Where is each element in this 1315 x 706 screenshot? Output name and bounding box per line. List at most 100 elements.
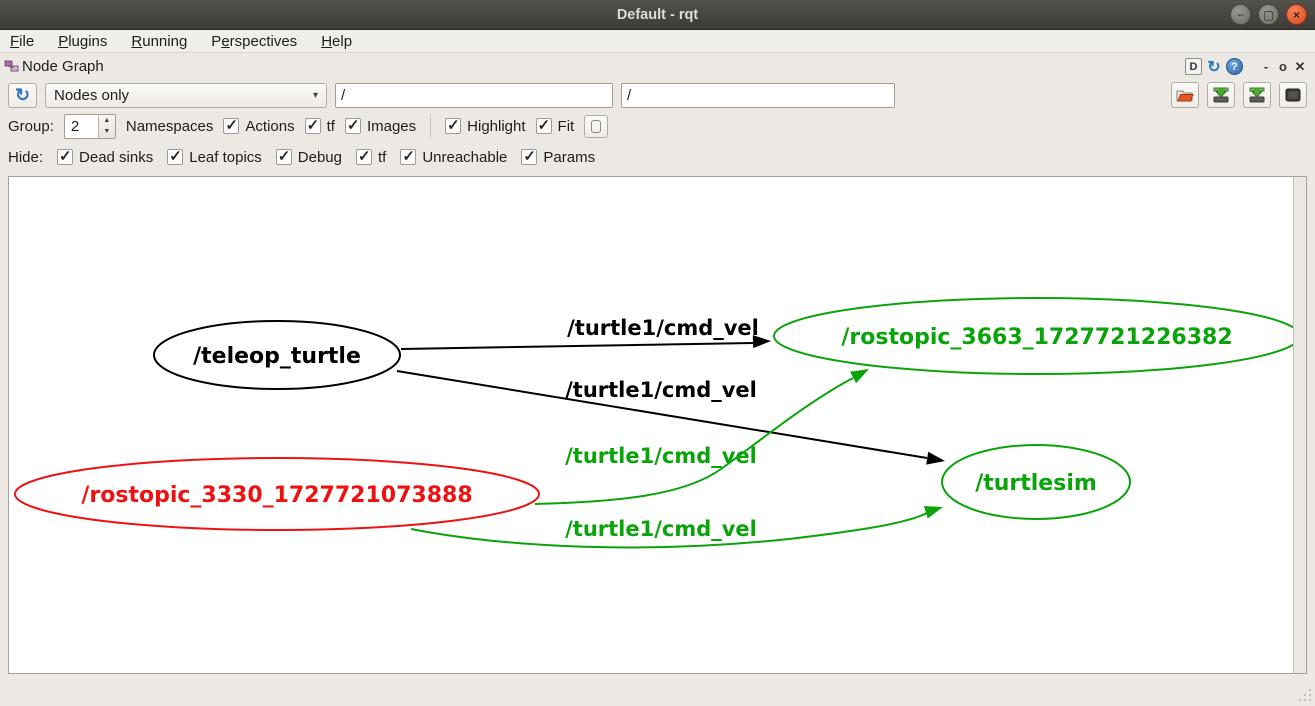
dock-help-icon[interactable]: ? [1226, 58, 1243, 75]
checkbox-box[interactable]: ✓ [521, 149, 537, 165]
dock-title: Node Graph [22, 58, 104, 75]
checkbox-params[interactable]: ✓ Params [521, 149, 595, 166]
window-titlebar[interactable]: Default - rqt − ▢ × [0, 0, 1315, 30]
checkbox-unreachable[interactable]: ✓ Unreachable [400, 149, 507, 166]
menu-running[interactable]: Running [131, 33, 187, 50]
dock-buttons: D ↻ ? - o ✕ [1185, 57, 1307, 77]
checkbox-box[interactable]: ✓ [356, 149, 372, 165]
arrowhead [926, 452, 946, 468]
menu-bar: File Plugins Running Perspectives Help [0, 30, 1315, 53]
node-label-turtlesim: /turtlesim [975, 471, 1097, 496]
refresh-graph-button[interactable]: ↻ [8, 83, 37, 108]
checkmark-icon: ✓ [447, 116, 460, 134]
options-row: Group: 2 ▲ ▼ Namespaces ✓ Actions ✓ tf ✓… [0, 110, 1315, 142]
checkbox-label: Leaf topics [189, 149, 262, 166]
checkmark-icon: ✓ [59, 147, 72, 165]
checkmark-icon: ✓ [169, 147, 182, 165]
checkbox-debug[interactable]: ✓ Debug [276, 149, 342, 166]
save-dot-icon [1212, 87, 1230, 103]
group-spinbox[interactable]: 2 ▲ ▼ [64, 114, 116, 139]
menu-file[interactable]: File [10, 33, 34, 50]
group-value: 2 [65, 115, 98, 138]
edge-teleop-to-rostopic3663 [401, 343, 753, 349]
save-image-icon [1248, 87, 1266, 103]
maximize-icon[interactable]: ▢ [1258, 4, 1279, 25]
node-label-teleop-turtle: /teleop_turtle [193, 344, 361, 369]
menu-perspectives[interactable]: Perspectives [211, 33, 297, 50]
graph-type-select[interactable]: Nodes only ▾ [45, 83, 327, 108]
checkbox-box[interactable]: ✓ [400, 149, 416, 165]
topic-filter-input[interactable] [621, 83, 895, 108]
spin-down-icon[interactable]: ▼ [99, 126, 115, 138]
file-tools [1171, 82, 1307, 108]
graph-type-value: Nodes only [54, 87, 129, 104]
checkbox-box[interactable]: ✓ [57, 149, 73, 165]
ros-node-graph: /teleop_turtle /rostopic_3663_1727721226… [9, 177, 1293, 673]
node-graph-icon [4, 60, 20, 74]
save-dot-button[interactable] [1207, 82, 1235, 108]
checkbox-label: Dead sinks [79, 149, 153, 166]
screenshot-button[interactable] [1279, 82, 1307, 108]
spin-arrows[interactable]: ▲ ▼ [98, 115, 115, 138]
checkbox-box[interactable]: ✓ [536, 118, 552, 134]
spin-up-icon[interactable]: ▲ [99, 115, 115, 127]
checkbox-hide-tf[interactable]: ✓ tf [356, 149, 386, 166]
checkbox-tf[interactable]: ✓ tf [305, 118, 335, 135]
dock-float-icon[interactable]: o [1276, 59, 1290, 74]
node-label-rostopic-3663: /rostopic_3663_1727721226382 [841, 325, 1232, 350]
checkbox-fit[interactable]: ✓ Fit [536, 118, 575, 135]
dock-close-icon[interactable]: ✕ [1293, 59, 1307, 75]
checkbox-label: Params [543, 149, 595, 166]
checkbox-leaf-topics[interactable]: ✓ Leaf topics [167, 149, 262, 166]
dock-detach-button[interactable]: D [1185, 58, 1202, 75]
checkbox-highlight[interactable]: ✓ Highlight [445, 118, 525, 135]
node-graph-canvas[interactable]: /teleop_turtle /rostopic_3663_1727721226… [8, 176, 1307, 674]
edge-label-cmd-vel-1: /turtle1/cmd_vel [567, 316, 759, 340]
refresh-icon: ↻ [15, 85, 30, 106]
menu-help[interactable]: Help [321, 33, 352, 50]
checkbox-box[interactable]: ✓ [305, 118, 321, 134]
namespaces-label: Namespaces [126, 118, 214, 135]
hide-row: Hide: ✓ Dead sinks ✓ Leaf topics ✓ Debug… [0, 142, 1315, 172]
resize-grip[interactable] [1297, 687, 1311, 701]
checkbox-box[interactable]: ✓ [345, 118, 361, 134]
edge-label-cmd-vel-3: /turtle1/cmd_vel [565, 444, 757, 468]
checkbox-box[interactable]: ✓ [276, 149, 292, 165]
checkbox-label: Unreachable [422, 149, 507, 166]
checkbox-label: Images [367, 118, 416, 135]
checkmark-icon: ✓ [307, 116, 320, 134]
open-dot-button[interactable] [1171, 82, 1199, 108]
checkmark-icon: ✓ [347, 116, 360, 134]
checkmark-icon: ✓ [538, 116, 551, 134]
checkbox-actions[interactable]: ✓ Actions [223, 118, 294, 135]
edge-label-cmd-vel-4: /turtle1/cmd_vel [565, 517, 757, 541]
checkmark-icon: ✓ [278, 147, 291, 165]
checkbox-label: Actions [245, 118, 294, 135]
graph-toolbar: ↻ Nodes only ▾ [0, 80, 1315, 110]
dock-minimize-icon[interactable]: - [1259, 59, 1273, 74]
menu-plugins[interactable]: Plugins [58, 33, 107, 50]
checkbox-dead-sinks[interactable]: ✓ Dead sinks [57, 149, 153, 166]
vertical-scrollbar[interactable] [1293, 177, 1306, 673]
dock-reload-icon[interactable]: ↻ [1205, 57, 1223, 77]
checkbox-label: tf [327, 118, 335, 135]
checkbox-label: Debug [298, 149, 342, 166]
checkbox-box[interactable]: ✓ [167, 149, 183, 165]
window-title: Default - rqt [0, 7, 1315, 23]
checkbox-label: tf [378, 149, 386, 166]
checkbox-box[interactable]: ✓ [445, 118, 461, 134]
save-image-button[interactable] [1243, 82, 1271, 108]
checkbox-box[interactable]: ✓ [223, 118, 239, 134]
checkmark-icon: ✓ [402, 147, 415, 165]
folder-open-icon [1176, 88, 1194, 102]
checkmark-icon: ✓ [523, 147, 536, 165]
arrowhead [924, 501, 945, 519]
minimize-icon[interactable]: − [1230, 4, 1251, 25]
namespace-filter-input[interactable] [335, 83, 613, 108]
checkbox-label: Highlight [467, 118, 525, 135]
fit-in-view-button[interactable] [584, 115, 608, 138]
checkbox-images[interactable]: ✓ Images [345, 118, 416, 135]
separator [430, 114, 431, 138]
close-icon[interactable]: × [1286, 4, 1307, 25]
node-label-rostopic-3330: /rostopic_3330_1727721073888 [81, 483, 472, 508]
